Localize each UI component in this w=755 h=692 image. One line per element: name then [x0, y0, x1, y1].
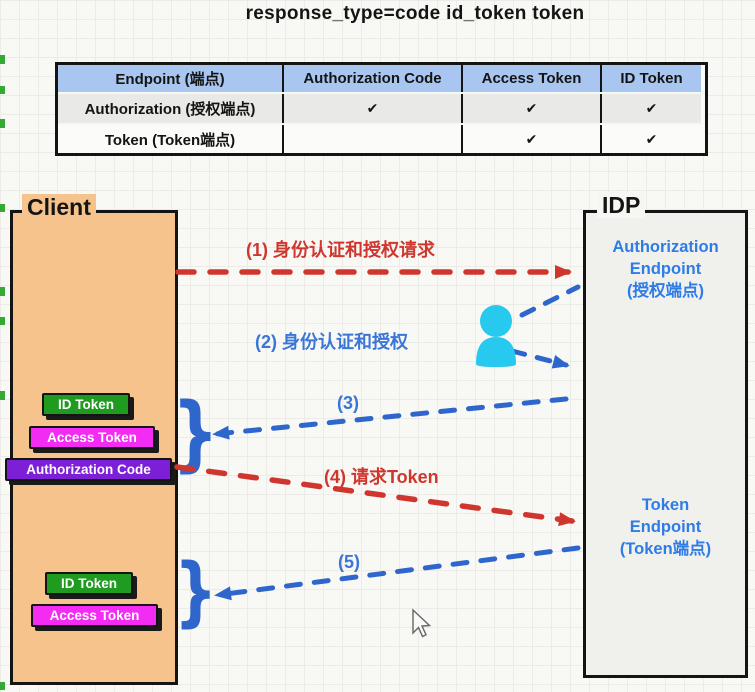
token-endpoint-label: Token Endpoint (Token端点) — [619, 496, 712, 558]
access-token-badge: Access Token — [29, 426, 155, 449]
empty-cell — [284, 125, 463, 153]
table-row: Authorization (授权端点) ✔ ✔ ✔ — [58, 92, 705, 123]
client-label: Client — [22, 194, 96, 220]
authorization-code-badge: Authorization Code — [5, 458, 172, 481]
idp-label: IDP — [597, 192, 646, 218]
step-5-label: (5) — [338, 552, 360, 572]
checkmark: ✔ — [463, 94, 602, 123]
group-brace: } — [172, 386, 219, 481]
row-label-authorization: Authorization (授权端点) — [58, 94, 284, 123]
step-2-arrow — [509, 348, 570, 369]
table-header-endpoint: Endpoint (端点) — [58, 65, 284, 92]
checkmark: ✔ — [602, 94, 701, 123]
table-header-id-token: ID Token — [602, 65, 701, 92]
table-row: Token (Token端点) ✔ ✔ — [58, 123, 705, 153]
mouse-cursor — [412, 608, 432, 638]
checkmark: ✔ — [463, 125, 602, 153]
group-brace: } — [174, 546, 218, 635]
checkmark: ✔ — [602, 125, 701, 153]
id-token-badge: ID Token — [42, 393, 130, 416]
table-header-row: Endpoint (端点) Authorization Code Access … — [58, 65, 705, 92]
step-5-arrow — [214, 545, 581, 601]
id-token-badge: ID Token — [45, 572, 133, 595]
row-label-token: Token (Token端点) — [58, 125, 284, 153]
idp-box — [583, 210, 748, 678]
table-header-access-token: Access Token — [463, 65, 602, 92]
endpoint-table: Endpoint (端点) Authorization Code Access … — [55, 62, 708, 156]
authorization-endpoint-label: Authorization Endpoint (授权端点) — [612, 238, 719, 300]
step-3-label: (3) — [337, 393, 359, 413]
table-header-authorization-code: Authorization Code — [284, 65, 463, 92]
step-2-line-upper — [519, 284, 581, 318]
step-1-label: (1) 身份认证和授权请求 — [246, 240, 435, 260]
user-icon — [476, 305, 516, 367]
step-3-arrow — [212, 396, 569, 440]
page-title: response_type=code id_token token — [245, 3, 585, 24]
step-4-label: (4) 请求Token — [324, 467, 439, 487]
access-token-badge: Access Token — [31, 604, 158, 627]
step-2-label: (2) 身份认证和授权 — [255, 332, 408, 352]
edge-marks — [0, 55, 5, 690]
checkmark: ✔ — [284, 94, 463, 123]
